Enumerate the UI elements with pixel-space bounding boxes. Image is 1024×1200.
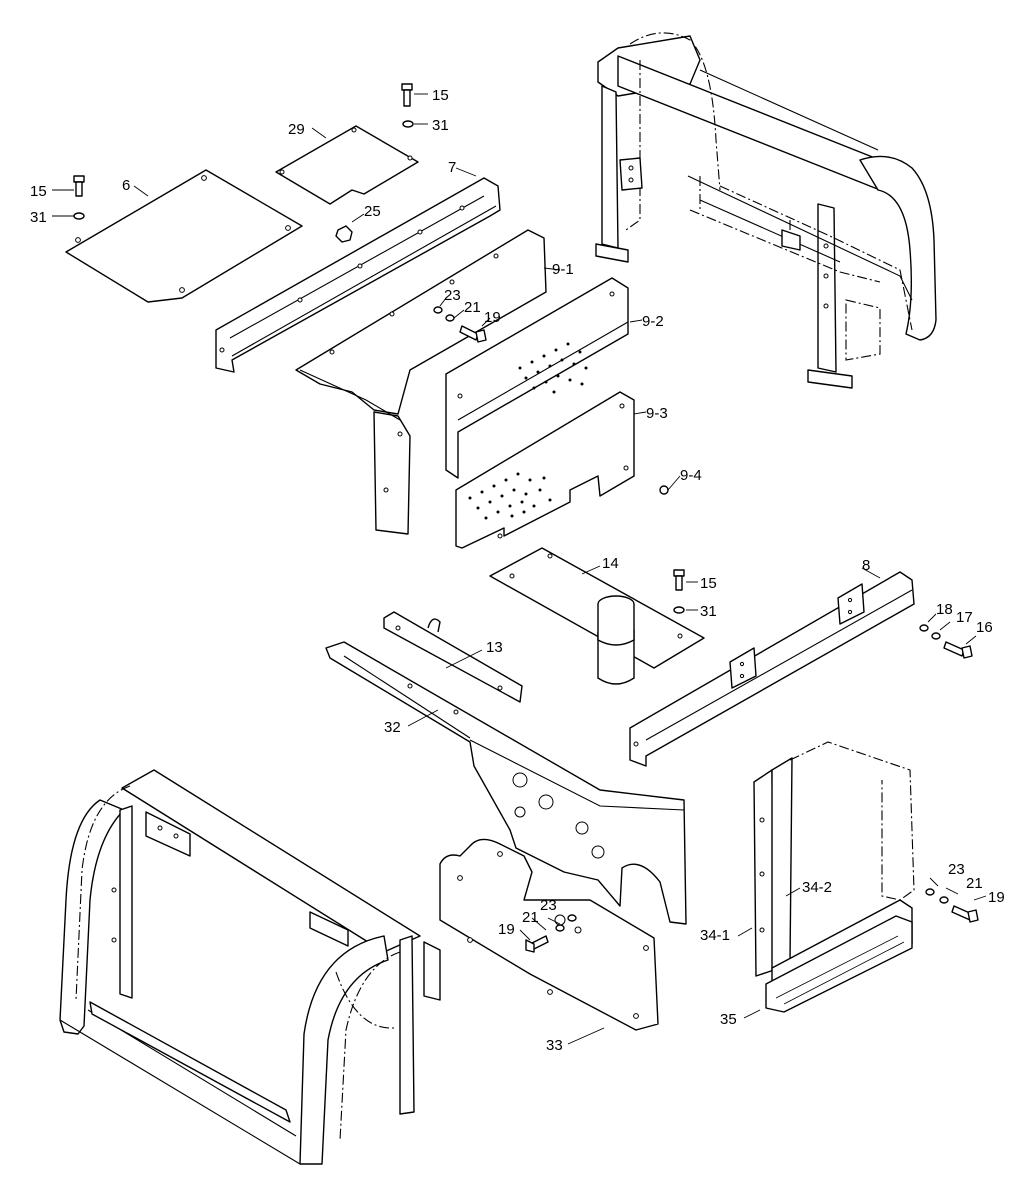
callout-labels: 15 31 6 29 15 31 7 25 9-1 23 21 19 9-2 9… [30, 87, 1005, 1054]
head-9-4 [659, 485, 669, 495]
washer-31-lower [673, 606, 685, 614]
callout-9-4: 9-4 [680, 467, 702, 484]
washer-21-lower-left [555, 924, 565, 932]
cross-bar-part-8 [629, 571, 915, 767]
washer-21-upper [445, 314, 455, 322]
washer-17 [931, 632, 941, 640]
callout-29: 29 [288, 121, 305, 138]
callout-15: 15 [700, 575, 717, 592]
nut-25 [335, 225, 353, 243]
mounting-plate-part-33 [439, 838, 659, 1031]
callout-33: 33 [546, 1037, 563, 1054]
bolt-15-lower [673, 569, 685, 591]
bracket-part-13 [383, 611, 523, 703]
callout-9-1: 9-1 [552, 261, 574, 278]
washer-23-upper [433, 306, 443, 314]
callout-32: 32 [384, 719, 401, 736]
callout-31: 31 [30, 209, 47, 226]
perforated-panel-9-2 [445, 277, 629, 479]
plate-with-tube-part-14 [489, 547, 705, 685]
callout-13: 13 [486, 639, 503, 656]
washer-18 [919, 624, 929, 632]
rops-frame-upper [595, 32, 937, 389]
callout-6: 6 [122, 177, 130, 194]
callout-21: 21 [522, 909, 539, 926]
callout-34-2: 34-2 [802, 879, 832, 896]
callout-16: 16 [976, 619, 993, 636]
callout-14: 14 [602, 555, 619, 572]
step-tread-part-35 [765, 899, 913, 1013]
bolt-15-top-left [73, 175, 85, 197]
washer-31-top-middle [402, 120, 414, 128]
callout-31: 31 [700, 603, 717, 620]
bolt-16 [943, 641, 973, 659]
callout-8: 8 [862, 557, 870, 574]
plate-part-29 [275, 125, 419, 205]
bolt-19-lower-right [951, 905, 979, 923]
callout-31: 31 [432, 117, 449, 134]
washer-31-top-left [73, 212, 85, 220]
callout-19: 19 [484, 309, 501, 326]
bolt-19-lower-left [525, 935, 549, 953]
callout-19: 19 [988, 889, 1005, 906]
bolt-19-upper [459, 325, 487, 343]
callout-34-1: 34-1 [700, 927, 730, 944]
callout-23: 23 [948, 861, 965, 878]
cover-panel-9-1 [295, 229, 547, 535]
callout-23: 23 [444, 287, 461, 304]
callout-9-2: 9-2 [642, 313, 664, 330]
plate-part-6 [65, 169, 303, 303]
side-panel-part-34 [753, 741, 915, 977]
callout-7: 7 [448, 159, 456, 176]
support-bracket-part-32 [325, 641, 687, 925]
callout-19: 19 [498, 921, 515, 938]
channel-part-7 [215, 177, 501, 373]
callout-23: 23 [540, 897, 557, 914]
washer-23-lower-right [925, 888, 935, 896]
callout-21: 21 [464, 299, 481, 316]
washer-21-lower-right [939, 896, 949, 904]
washer-23-lower-left [567, 914, 577, 922]
leader-lines [52, 93, 987, 1045]
cab-frame-lower [59, 769, 441, 1165]
callout-17: 17 [956, 609, 973, 626]
callout-35: 35 [720, 1011, 737, 1028]
callout-15: 15 [432, 87, 449, 104]
perforated-panel-9-3 [455, 391, 635, 549]
perforation-pattern-a [518, 342, 588, 394]
perforation-pattern-b [468, 472, 552, 520]
bolt-15-top-middle [401, 83, 413, 107]
callout-21: 21 [966, 875, 983, 892]
callout-9-3: 9-3 [646, 405, 668, 422]
callout-18: 18 [936, 601, 953, 618]
callout-25: 25 [364, 203, 381, 220]
callout-15: 15 [30, 183, 47, 200]
